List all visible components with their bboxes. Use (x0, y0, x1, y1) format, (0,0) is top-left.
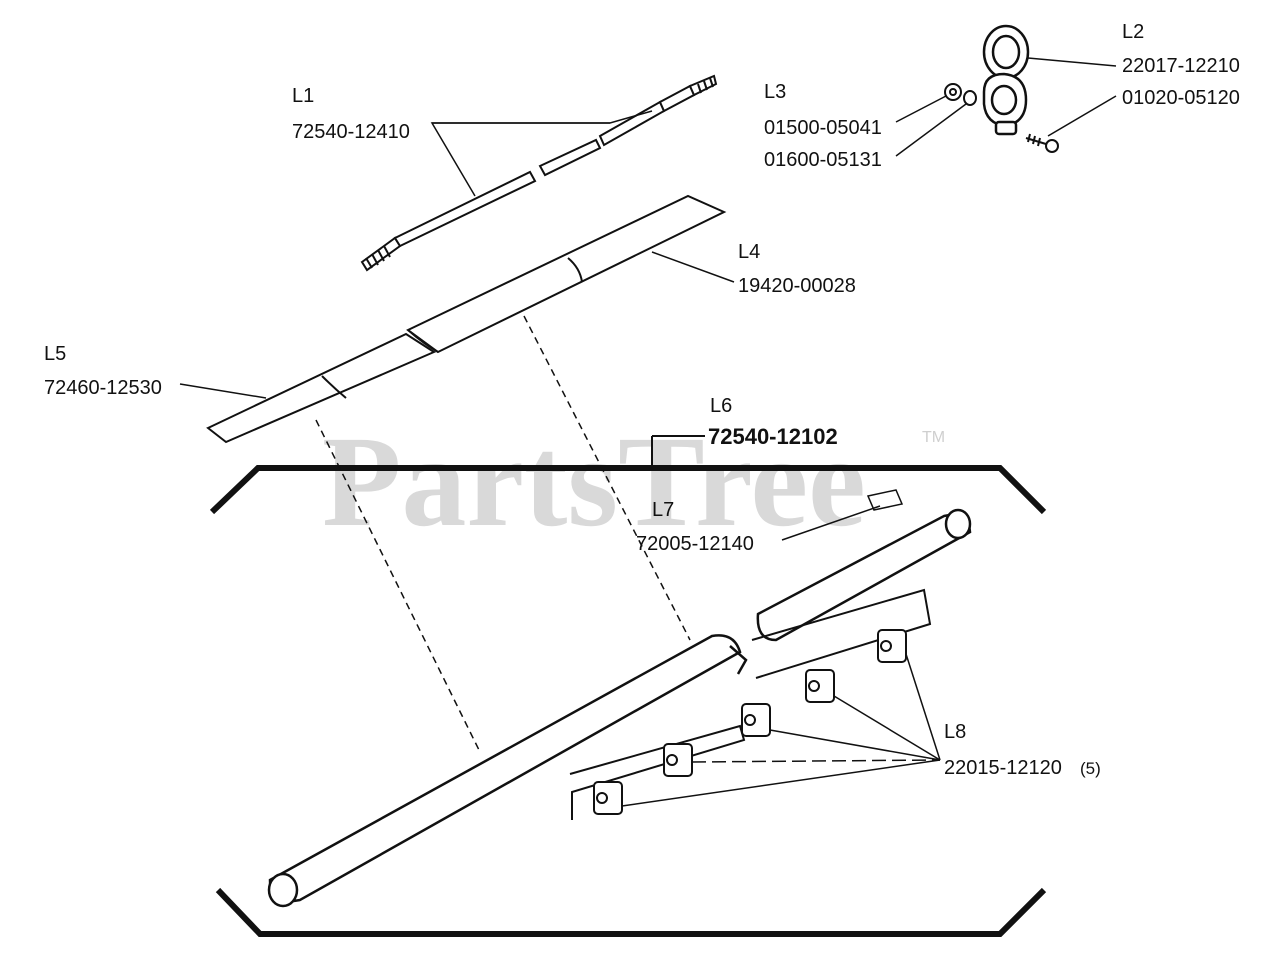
partno-l7: 72005-12140 (636, 533, 754, 555)
leader-l3-nut (895, 95, 947, 123)
upper-tube (756, 508, 972, 642)
sheet-l5 (206, 332, 437, 444)
ref-l4: L4 (738, 241, 760, 263)
backing-sheet-upper (751, 588, 932, 679)
ref-l5: L5 (44, 343, 66, 365)
nut-5 (877, 629, 907, 663)
ref-l8: L8 (944, 721, 966, 743)
assembly-line-1 (315, 419, 481, 753)
leader-l2 (1027, 57, 1117, 67)
qty-l8: (5) (1080, 759, 1101, 778)
partno-washer: 01600-05131 (764, 149, 882, 171)
handle-clamp (982, 24, 1030, 136)
ref-l7: L7 (652, 499, 674, 521)
ref-l2: L2 (1122, 21, 1144, 43)
ref-l3: L3 (764, 81, 786, 103)
partno-screw: 01020-05120 (1122, 87, 1240, 109)
leader-l4 (651, 251, 735, 283)
backing-sheet-lower (569, 724, 746, 820)
nut-2 (663, 743, 693, 777)
leader-l7 (781, 505, 881, 541)
ref-l1: L1 (292, 85, 314, 107)
partno-l3: 01500-05041 (764, 117, 882, 139)
ref-l6: L6 (710, 395, 732, 417)
assembly-line-2 (523, 315, 691, 641)
partno-l8: 22015-12120 (944, 757, 1062, 779)
leader-screw (1047, 95, 1117, 137)
partno-l6: 72540-12102 (708, 424, 838, 449)
hex-nut (944, 83, 962, 101)
watermark-tm: TM (922, 429, 945, 446)
partno-l4: 19420-00028 (738, 275, 856, 297)
nut-1 (593, 781, 623, 815)
watermark-text: PartsTree (322, 410, 866, 554)
label-strip-l7 (866, 489, 904, 511)
main-tube (267, 634, 748, 908)
washer (963, 90, 977, 106)
leader-l5 (179, 383, 267, 399)
nut-4 (805, 669, 835, 703)
assembly-bracket-bottom (215, 887, 1047, 937)
screw (1025, 133, 1059, 153)
leader-l8 (621, 653, 941, 807)
wrap-sheet (406, 194, 727, 354)
partno-l5: 72460-12530 (44, 377, 162, 399)
assembly-bracket-top (209, 465, 1047, 515)
partno-l2: 22017-12210 (1122, 55, 1240, 77)
leader-l3-washer (895, 103, 967, 157)
nut-3 (741, 703, 771, 737)
partno-l1: 72540-12410 (292, 121, 410, 143)
